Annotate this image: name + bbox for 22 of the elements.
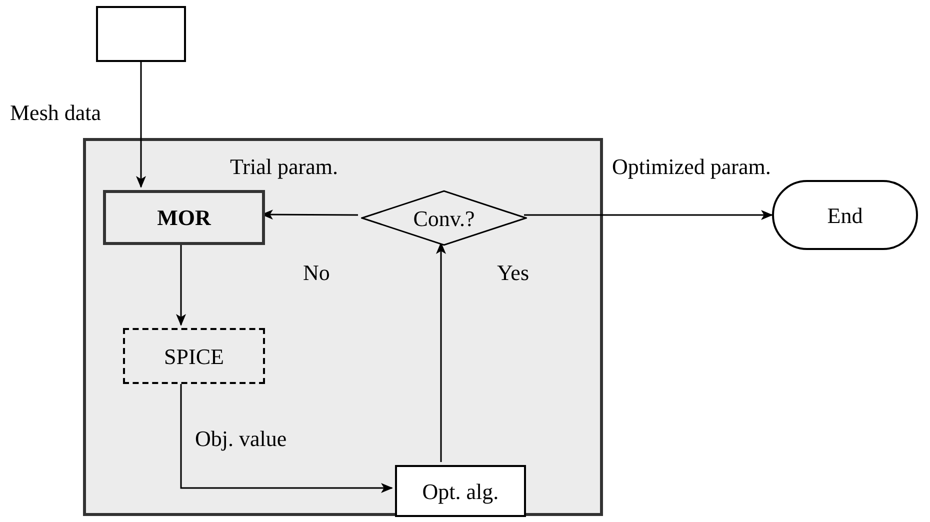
arrow xyxy=(524,210,773,220)
process-box xyxy=(395,465,526,517)
node-text: End xyxy=(827,202,863,230)
node-text: SPICE xyxy=(164,342,224,370)
edge-label: Obj. value xyxy=(195,425,287,453)
process-box xyxy=(103,190,265,245)
edge-label: No xyxy=(303,259,330,287)
process-box xyxy=(123,328,265,384)
flow-label: Trial param. xyxy=(230,153,338,181)
node-text: Conv.? xyxy=(413,204,475,232)
arrow xyxy=(180,381,393,493)
node-text: MOR xyxy=(157,204,211,232)
process-panel xyxy=(83,138,603,516)
edge-label: Optimized param. xyxy=(612,153,771,181)
arrow xyxy=(176,242,186,326)
arrow xyxy=(136,62,146,188)
arrow xyxy=(436,242,446,462)
empty-box xyxy=(96,6,186,62)
decision-diamond xyxy=(361,190,527,246)
flow-label: Yes xyxy=(497,259,530,287)
node-text: Opt. alg. xyxy=(422,478,499,506)
edge-label: Mesh data xyxy=(10,99,102,127)
